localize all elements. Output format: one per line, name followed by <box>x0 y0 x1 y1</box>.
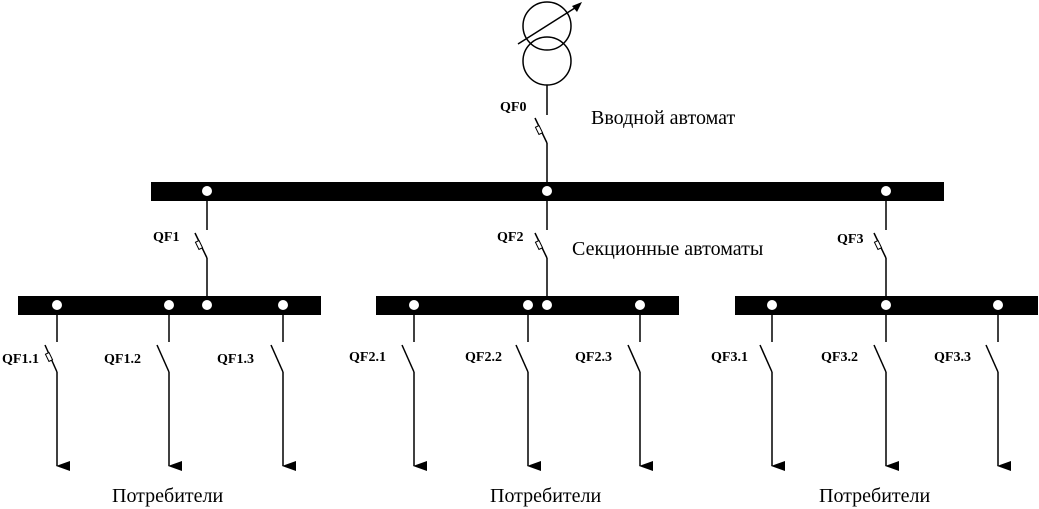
breaker-label-qf1-3: QF1.3 <box>217 352 254 367</box>
feeder-group-3: QF3.1 QF3.2 QF3.3 Потребители <box>711 315 1011 507</box>
consumers-label-1: Потребители <box>112 485 224 507</box>
breaker-label-qf2-1: QF2.1 <box>349 350 386 365</box>
breaker-label-qf2-3: QF2.3 <box>575 350 612 365</box>
breaker-label-qf2-2: QF2.2 <box>465 350 502 365</box>
section-breaker-1: QF1 <box>153 201 208 296</box>
feeder-qf2-1: QF2.1 <box>349 315 427 471</box>
busbar-node <box>993 300 1003 310</box>
busbar-nodes <box>52 300 1003 310</box>
breaker-label-qf0: QF0 <box>500 100 526 115</box>
busbar-node <box>881 300 891 310</box>
busbar-node <box>542 186 552 196</box>
feeder-qf1-2: QF1.2 <box>104 315 182 471</box>
feeder-qf1-3: QF1.3 <box>217 315 296 471</box>
feeder-qf1-1: QF1.1 <box>2 315 70 471</box>
busbar-node <box>635 300 645 310</box>
busbar-node <box>164 300 174 310</box>
breaker-label-qf2: QF2 <box>497 230 523 245</box>
busbar-node <box>542 300 552 310</box>
transformer-icon <box>517 1 582 86</box>
busbar-node <box>881 186 891 196</box>
section-breaker-2: QF2 <box>497 201 548 296</box>
busbar-node <box>767 300 777 310</box>
feeder-qf2-3: QF2.3 <box>575 315 653 471</box>
section-breaker-3: QF3 <box>837 201 887 296</box>
adjustable-arrow-icon <box>517 5 579 45</box>
breaker-label-qf3-2: QF3.2 <box>821 350 858 365</box>
breaker-label-qf3: QF3 <box>837 232 863 247</box>
breaker-label-qf1-1: QF1.1 <box>2 352 39 367</box>
feeder-qf2-2: QF2.2 <box>465 315 541 471</box>
busbar-node <box>202 300 212 310</box>
consumers-label-3: Потребители <box>819 485 931 507</box>
breaker-label-qf1-2: QF1.2 <box>104 352 141 367</box>
breaker-label-qf1: QF1 <box>153 230 179 245</box>
breaker-label-qf3-1: QF3.1 <box>711 350 748 365</box>
section-breakers-label: Секционные автоматы <box>572 238 763 260</box>
main-breaker: QF0 <box>500 85 548 183</box>
busbar-node <box>409 300 419 310</box>
consumers-label-2: Потребители <box>490 485 602 507</box>
busbar-node <box>202 186 212 196</box>
feeder-group-2: QF2.1 QF2.2 QF2.3 Потребители <box>349 315 653 507</box>
breaker-label-qf3-3: QF3.3 <box>934 350 971 365</box>
intro-breaker-label: Вводной автомат <box>591 107 735 129</box>
busbar-node <box>52 300 62 310</box>
feeder-group-1: QF1.1 QF1.2 QF1.3 Потребители <box>2 315 296 507</box>
busbar-node <box>278 300 288 310</box>
feeder-qf3-2: QF3.2 <box>821 315 899 471</box>
busbar-node <box>523 300 533 310</box>
feeder-qf3-1: QF3.1 <box>711 315 785 471</box>
feeder-qf3-3: QF3.3 <box>934 315 1011 471</box>
